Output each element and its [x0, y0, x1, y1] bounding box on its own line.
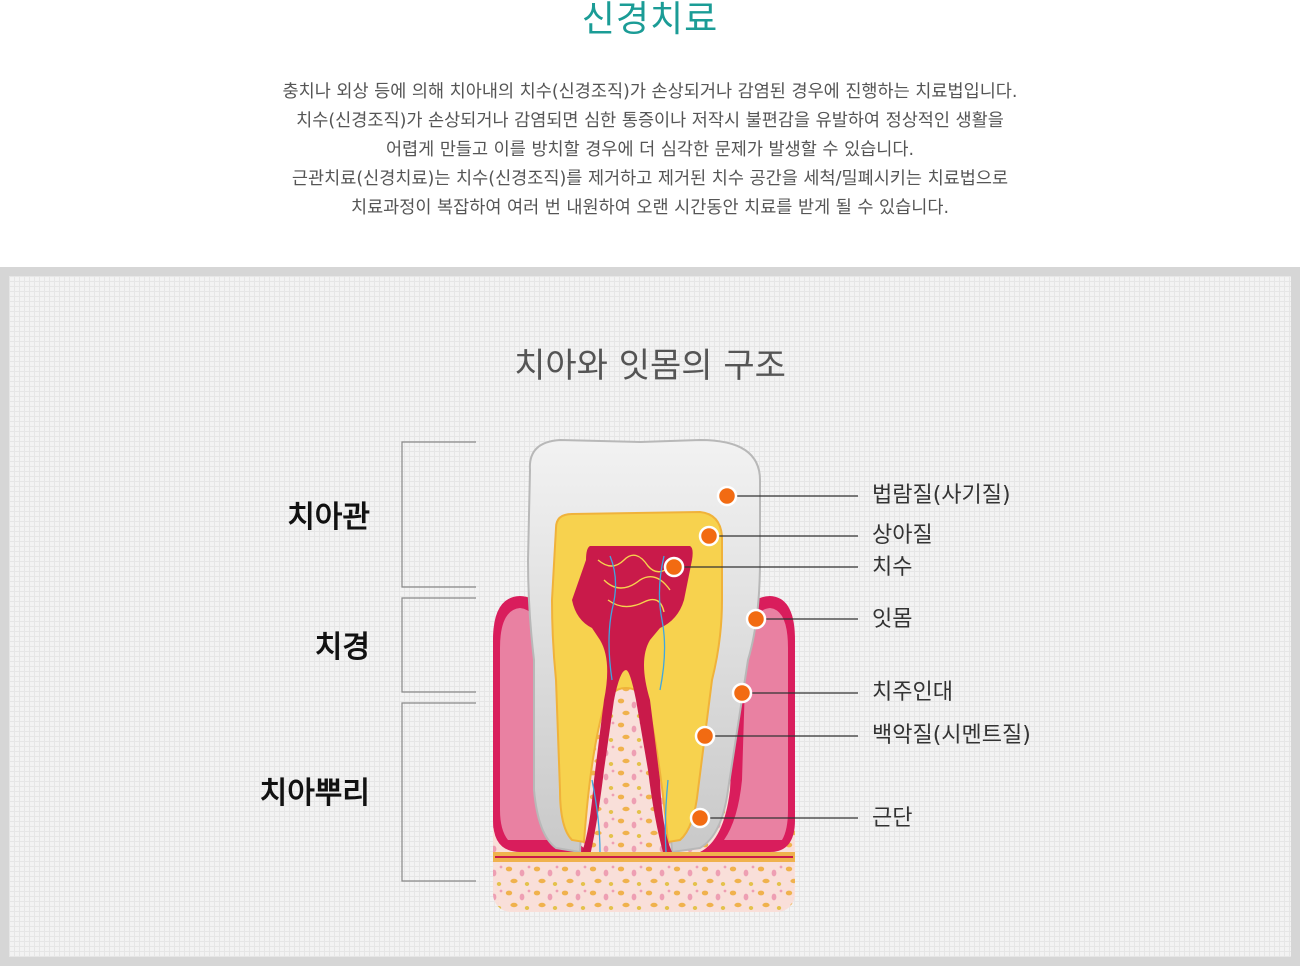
neck-bracket [401, 597, 476, 693]
part-label-gum: 잇몸 [872, 607, 913, 632]
pulp-vessels [591, 555, 669, 853]
gum-right-inner [724, 608, 788, 840]
intro-line: 충치나 외상 등에 의해 치아내의 치수(신경조직)가 손상되거나 감염된 경우… [282, 82, 1018, 102]
part-label-ligament: 치주인대 [872, 680, 953, 705]
root-bracket [401, 702, 476, 882]
marker-cementum [694, 725, 716, 747]
part-label-cementum: 백악질(시멘트질) [872, 723, 1031, 748]
intro-text: 충치나 외상 등에 의해 치아내의 치수(신경조직)가 손상되거나 감염된 경우… [150, 78, 1150, 223]
marker-apex [689, 807, 711, 829]
region-brackets [401, 441, 476, 882]
diagram-title: 치아와 잇몸의 구조 [514, 346, 786, 386]
region-label-root: 치아뿌리 [259, 776, 370, 811]
leader-lines [674, 495, 858, 819]
marker-dentin [698, 525, 720, 547]
marker-gum [745, 608, 767, 630]
intro-line: 치료과정이 복잡하여 여러 번 내원하여 오랜 시간동안 치료를 받게 될 수 … [350, 198, 950, 218]
region-label-crown: 치아관 [287, 500, 370, 535]
part-label-dentin: 상아질 [872, 523, 933, 548]
region-label-neck: 치경 [314, 630, 370, 665]
part-label-enamel: 법람질(사기질) [872, 483, 1011, 508]
page-title: 신경치료 [581, 0, 719, 40]
marker-pulp [663, 556, 685, 578]
part-markers [663, 485, 767, 829]
crown-bracket [401, 441, 476, 588]
part-label-pulp: 치수 [872, 555, 913, 580]
marker-ligament [731, 682, 753, 704]
intro-line: 근관치료(신경치료)는 치수(신경조직)를 제거하고 제거된 치수 공간을 세척… [291, 169, 1009, 189]
marker-enamel [716, 485, 738, 507]
intro-line: 치수(신경조직)가 손상되거나 감염되면 심한 통증이나 저작시 불편감을 유발… [296, 111, 1004, 131]
intro-line: 어렵게 만들고 이를 방치할 경우에 더 심각한 문제가 발생할 수 있습니다. [385, 140, 915, 160]
part-label-apex: 근단 [872, 806, 913, 831]
